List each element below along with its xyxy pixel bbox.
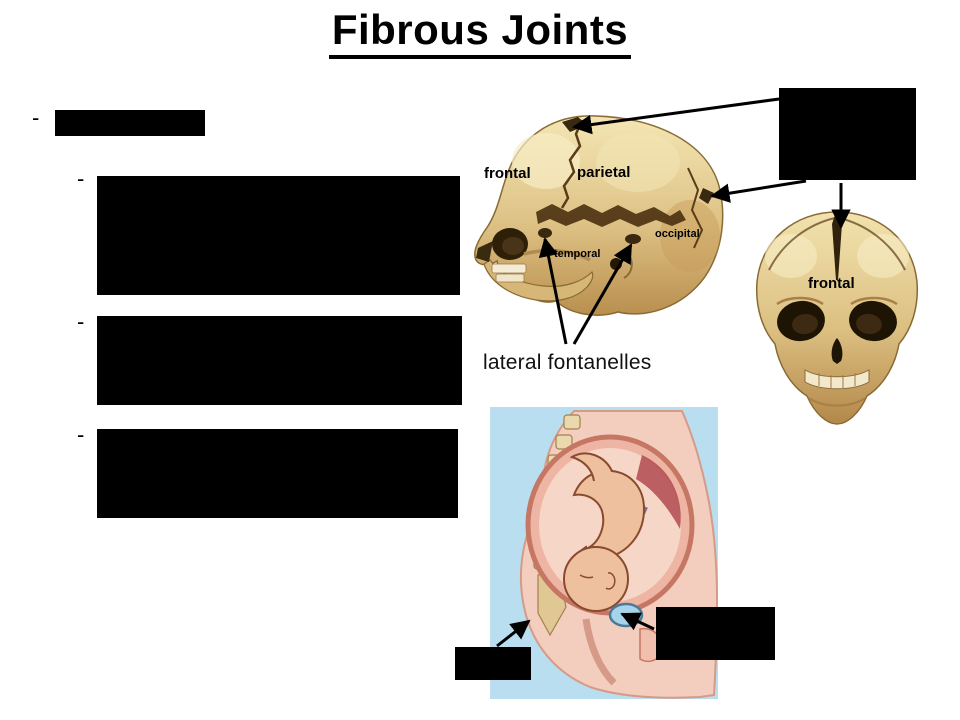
title-bar: Fibrous Joints — [0, 6, 960, 60]
fetal-skull-anterior-illustration — [755, 209, 919, 425]
bullet-dash: - — [77, 309, 85, 334]
redacted-text-box — [97, 316, 462, 405]
bullet-dash: - — [32, 105, 40, 130]
redacted-text-box — [55, 110, 205, 136]
page-title: Fibrous Joints — [328, 6, 632, 60]
redacted-text-box — [97, 176, 460, 295]
redacted-label-box-top-right — [779, 88, 916, 180]
fetal-skull-lateral-illustration — [474, 115, 724, 316]
label-parietal: parietal — [577, 164, 631, 181]
bullet-dash: - — [77, 166, 85, 191]
bullet-dash: - — [77, 422, 85, 447]
label-frontal: frontal — [484, 165, 531, 182]
frontal-skull-figure — [739, 204, 935, 432]
redacted-label-box-bottom-right — [656, 607, 775, 660]
lateral-skull-figure — [466, 106, 736, 336]
redacted-label-box-bottom-left — [455, 647, 531, 680]
caption-lateral-fontanelles: lateral fontanelles — [483, 351, 652, 374]
label-occipital: occipital — [655, 228, 700, 240]
redacted-text-box — [97, 429, 458, 518]
label-frontal-anterior: frontal — [808, 275, 855, 292]
label-temporal: temporal — [554, 248, 601, 260]
